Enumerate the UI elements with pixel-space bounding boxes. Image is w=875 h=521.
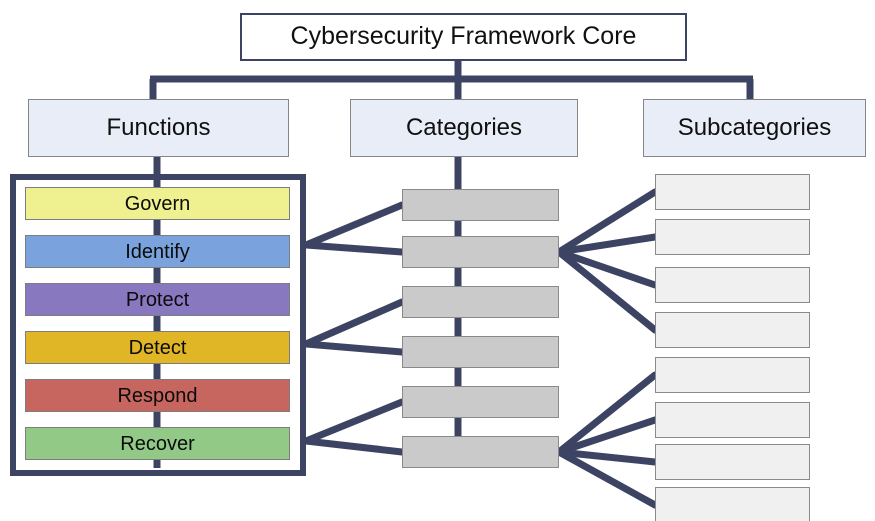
wire-cat6-to-sub8 xyxy=(555,448,659,509)
subcategory-box-2[interactable] xyxy=(655,219,810,255)
function-box-protect[interactable]: Protect xyxy=(25,283,290,316)
subcategory-box-4[interactable] xyxy=(655,312,810,348)
subcategory-box-5[interactable] xyxy=(655,357,810,393)
functions-highlight-frame xyxy=(10,174,306,476)
function-box-govern[interactable]: Govern xyxy=(25,187,290,220)
wire-identify-to-cat2 xyxy=(302,241,406,256)
category-box-5[interactable] xyxy=(402,386,559,418)
subcategory-box-7[interactable] xyxy=(655,444,810,480)
wire-cat6-to-sub6 xyxy=(555,416,659,456)
wire-cat2-to-sub2 xyxy=(555,233,659,256)
wire-identify-to-cat1 xyxy=(302,201,406,249)
function-box-identify[interactable]: Identify xyxy=(25,235,290,268)
wire-cat2-to-sub3 xyxy=(555,248,659,289)
wire-detect-to-cat4 xyxy=(302,340,406,356)
subcategory-box-3[interactable] xyxy=(655,267,810,303)
category-box-1[interactable] xyxy=(402,189,559,221)
wire-recover-to-cat5 xyxy=(302,398,406,445)
wire-cat2-to-sub1 xyxy=(555,188,659,256)
subcategory-box-8[interactable] xyxy=(655,487,810,521)
function-box-recover[interactable]: Recover xyxy=(25,427,290,460)
wire-cat6-to-sub5 xyxy=(555,371,659,456)
wire-detect-to-cat3 xyxy=(302,298,406,348)
subcategory-box-1[interactable] xyxy=(655,174,810,210)
framework-core-title: Cybersecurity Framework Core xyxy=(240,13,687,61)
function-box-detect[interactable]: Detect xyxy=(25,331,290,364)
wire-cat2-to-sub4 xyxy=(555,248,659,334)
subcategory-box-6[interactable] xyxy=(655,402,810,438)
wire-cat6-to-sub7 xyxy=(555,448,659,466)
category-box-4[interactable] xyxy=(402,336,559,368)
column-header-subcategories: Subcategories xyxy=(643,99,866,157)
column-header-categories: Categories xyxy=(350,99,578,157)
category-box-2[interactable] xyxy=(402,236,559,268)
category-box-3[interactable] xyxy=(402,286,559,318)
function-box-respond[interactable]: Respond xyxy=(25,379,290,412)
wire-recover-to-cat6 xyxy=(302,437,406,456)
column-header-functions: Functions xyxy=(28,99,289,157)
category-box-6[interactable] xyxy=(402,436,559,468)
